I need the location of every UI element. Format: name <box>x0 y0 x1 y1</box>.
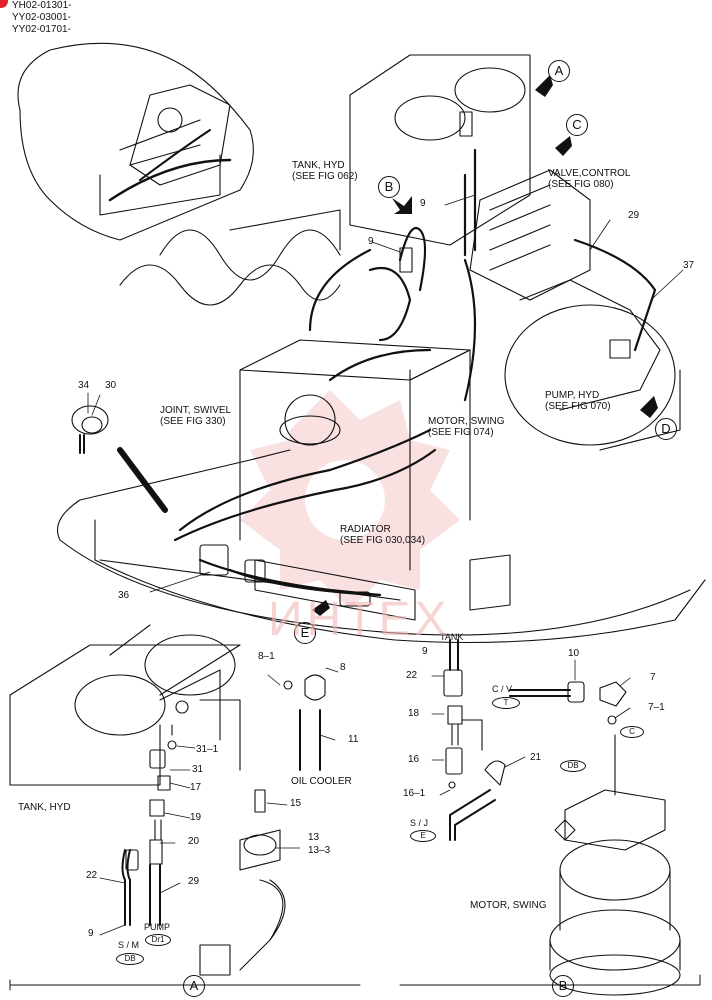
watermark-logo <box>240 390 460 610</box>
main-chassis <box>56 339 706 644</box>
part-number: 13 <box>308 832 320 843</box>
oil-cooler-label: OIL COOLER <box>291 776 352 787</box>
part-number: 17 <box>190 782 202 793</box>
clamp-34-30 <box>71 405 109 454</box>
port-tag-e: E <box>410 830 436 842</box>
part-number: 29 <box>628 210 640 221</box>
part-number: 34 <box>78 380 90 391</box>
motor-swing-detail-label: MOTOR, SWING <box>470 900 547 911</box>
part-number: 37 <box>683 260 695 271</box>
part-number: 8–1 <box>258 651 275 662</box>
hoses <box>173 148 657 597</box>
valve-control-callout: VALVE,CONTROL (SEE FIG 080) <box>548 168 631 190</box>
part-number: 8 <box>340 662 346 673</box>
port-tag-db-a: DB <box>116 953 144 965</box>
part-number: 9 <box>422 646 428 657</box>
serial-1: YH02-01301- <box>12 0 72 11</box>
tank-small-label: TANK <box>440 632 464 642</box>
sm-label: S / M <box>118 940 140 950</box>
part-number: 29 <box>188 876 200 887</box>
part-number: 22 <box>406 670 418 681</box>
part-number: 9 <box>88 928 94 939</box>
engine-outline <box>119 209 341 306</box>
port-tag-t: T <box>492 697 520 709</box>
part-number: 9 <box>420 198 426 209</box>
leader-lines <box>87 194 684 593</box>
part-number: 30 <box>105 380 117 391</box>
watermark-text: ИНТЕХ <box>268 593 451 646</box>
part-number: 19 <box>190 812 202 823</box>
port-tag-c: C <box>620 726 644 738</box>
part-number: 7–1 <box>648 702 665 713</box>
motor-swing-callout: MOTOR, SWING (SEE FIG 074) <box>428 416 505 438</box>
tank-hyd-callout: TANK, HYD (SEE FIG 062) <box>292 160 358 182</box>
main-fittings <box>199 111 631 607</box>
tank-hyd-detail-label: TANK, HYD <box>18 802 71 813</box>
corner-badge <box>0 0 8 8</box>
part-number: 10 <box>568 648 580 659</box>
radiator-callout: RADIATOR (SEE FIG 030,034) <box>340 524 426 546</box>
view-b-marker: B <box>378 176 400 198</box>
part-number: 7 <box>650 672 656 683</box>
part-number: 20 <box>188 836 200 847</box>
part-number: 16–1 <box>403 788 426 799</box>
view-arrows <box>312 75 658 616</box>
detail-b-swing-motor <box>443 639 681 996</box>
pump-hyd-callout: PUMP, HYD (SEE FIG 070) <box>545 390 611 412</box>
excavator-thumbnail <box>17 42 254 241</box>
part-number: 36 <box>118 590 130 601</box>
cv-label: C / V <box>492 684 513 694</box>
sj-label: S / J <box>410 818 429 828</box>
joint-swivel-callout: JOINT, SWIVEL (SEE FIG 330) <box>160 405 232 427</box>
view-c-marker: C <box>566 114 588 136</box>
part-number: 31–1 <box>196 744 219 755</box>
part-number: 22 <box>86 870 98 881</box>
detail-a-leaders <box>99 667 339 936</box>
hydraulic-tank-assembly <box>349 54 681 451</box>
detail-a-tank <box>9 624 326 976</box>
part-number: 16 <box>408 754 420 765</box>
serial-3: YY02-01701- <box>12 24 71 35</box>
view-a-marker: A <box>548 60 570 82</box>
port-tag-dr1: Dr1 <box>145 934 171 946</box>
part-number: 18 <box>408 708 420 719</box>
part-number: 31 <box>192 764 204 775</box>
detail-a-marker: A <box>183 975 205 997</box>
part-number: 9 <box>368 236 374 247</box>
view-d-marker: D <box>655 418 677 440</box>
part-number: 11 <box>348 734 359 745</box>
detail-b-leaders <box>431 659 631 796</box>
part-number: 15 <box>290 798 302 809</box>
port-tag-db-b: DB <box>560 760 586 772</box>
detail-b-marker: B <box>552 975 574 997</box>
pump-label: PUMP <box>144 922 171 932</box>
serial-2: YY02-03001- <box>12 12 71 23</box>
view-e-marker: E <box>294 622 316 644</box>
part-number: 13–3 <box>308 845 331 856</box>
part-number: 21 <box>530 752 542 763</box>
